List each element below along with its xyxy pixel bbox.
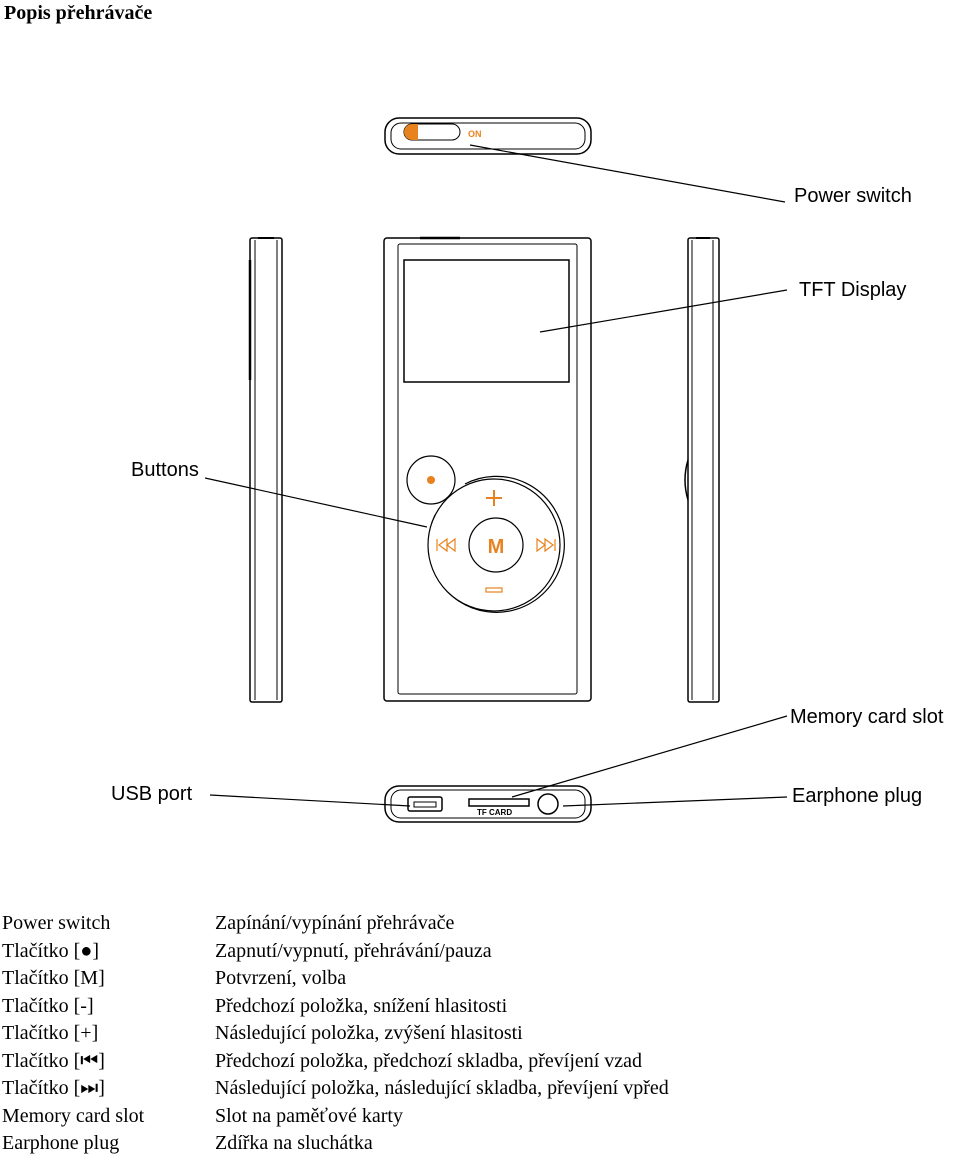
legend-table: Power switch Zapínání/vypínání přehrávač… <box>2 910 669 1158</box>
legend-row: Earphone plug Zdířka na sluchátka <box>2 1130 669 1158</box>
legend-row: Tlačítko [⏮] Předchozí položka, předchoz… <box>2 1048 669 1076</box>
legend-term: Tlačítko [●] <box>2 939 100 962</box>
legend-term: Memory card slot <box>2 1104 145 1127</box>
callout-buttons: Buttons <box>131 459 199 481</box>
tf-card-label: TF CARD <box>477 808 512 817</box>
callout-earphone-plug: Earphone plug <box>792 785 923 807</box>
left-side-view <box>248 237 283 703</box>
legend-description: Předchozí položka, předchozí skladba, př… <box>215 1049 643 1072</box>
legend-term: Tlačítko [⏭] <box>2 1077 105 1099</box>
legend-description: Následující položka, zvýšení hlasitosti <box>215 1022 523 1044</box>
callout-tft-display: TFT Display <box>799 279 907 301</box>
legend-description: Zapnutí/vypnutí, přehrávání/pauza <box>215 939 492 962</box>
on-label: ON <box>468 129 482 139</box>
legend-description: Následující položka, následující skladba… <box>215 1077 669 1099</box>
legend-term: Earphone plug <box>2 1132 120 1154</box>
legend-description: Zdířka na sluchátka <box>215 1132 373 1154</box>
legend-description: Zapínání/vypínání přehrávače <box>215 912 455 934</box>
legend-description: Slot na paměťové karty <box>215 1104 403 1127</box>
usb-port[interactable] <box>407 796 443 812</box>
bottom-view: TF CARD <box>384 785 592 823</box>
legend-row: Tlačítko [-] Předchozí položka, snížení … <box>2 993 669 1021</box>
legend-description: Předchozí položka, snížení hlasitosti <box>215 994 508 1017</box>
m-button-label: M <box>488 536 505 558</box>
minus-button[interactable] <box>485 587 503 593</box>
earphone-jack[interactable] <box>537 793 559 815</box>
legend-term: Tlačítko [-] <box>2 994 94 1017</box>
callout-usb-port: USB port <box>111 783 193 805</box>
player-diagram: ON M <box>204 117 788 823</box>
front-view: M <box>383 236 592 702</box>
top-view: ON <box>384 117 592 155</box>
tft-display <box>403 259 570 383</box>
callout-power-switch: Power switch <box>794 185 912 207</box>
legend-term: Tlačítko [+] <box>2 1022 99 1044</box>
legend-term: Tlačítko [M] <box>2 967 105 989</box>
legend-row: Tlačítko [M] Potvrzení, volba <box>2 965 669 993</box>
prev-button-icon[interactable] <box>436 537 456 553</box>
legend-description: Potvrzení, volba <box>215 967 347 989</box>
plus-button[interactable] <box>486 490 502 506</box>
legend-row: Memory card slot Slot na paměťové karty <box>2 1103 669 1131</box>
right-side-view <box>684 237 720 703</box>
memory-card-slot[interactable] <box>468 798 530 807</box>
callout-memory-card-slot: Memory card slot <box>790 706 944 728</box>
legend-row: Power switch Zapínání/vypínání přehrávač… <box>2 910 669 938</box>
legend-row: Tlačítko [⏭] Následující položka, násled… <box>2 1075 669 1103</box>
legend-row: Tlačítko [+] Následující položka, zvýšen… <box>2 1020 669 1048</box>
m-button[interactable] <box>468 517 524 573</box>
legend-term: Tlačítko [⏮] <box>2 1049 105 1072</box>
legend-term: Power switch <box>2 912 111 934</box>
page-title: Popis přehrávače <box>4 2 153 24</box>
legend-row: Tlačítko [●] Zapnutí/vypnutí, přehrávání… <box>2 938 669 966</box>
leader-lines <box>204 144 788 807</box>
next-button-icon[interactable] <box>536 537 556 553</box>
